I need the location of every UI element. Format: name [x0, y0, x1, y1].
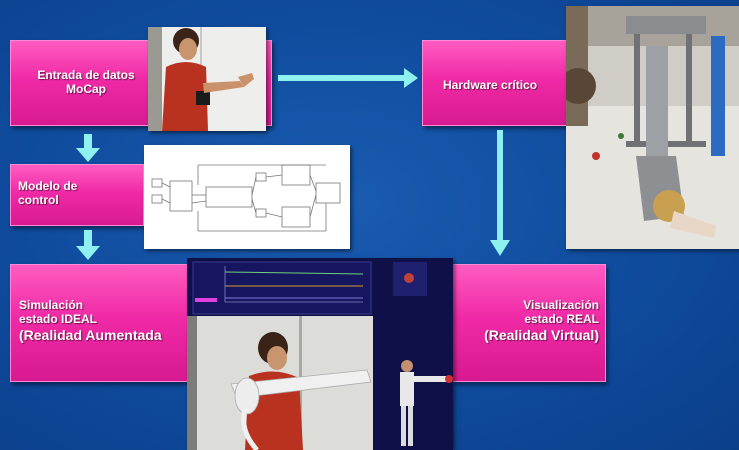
real-visualization-box: Visualización estado REAL (Realidad Virt… — [452, 264, 606, 382]
mocap-box-line2: MoCap — [66, 82, 106, 97]
ideal-box-line3: (Realidad Aumentada — [19, 326, 162, 343]
hardware-box-label: Hardware crítico — [443, 78, 538, 92]
ideal-simulation-box: Simulación estado IDEAL (Realidad Aument… — [10, 264, 192, 382]
control-model-box: Modelo de control — [10, 164, 144, 226]
control-box-line1: Modelo de — [18, 179, 78, 193]
mocap-box-line1: Entrada de datos — [37, 68, 135, 82]
control-box-line2: control — [18, 193, 59, 208]
hardware-box: Hardware crítico — [422, 40, 574, 126]
ar-simulation-screen — [187, 258, 453, 450]
ideal-box-line1: Simulación — [19, 298, 84, 312]
real-box-line3: (Realidad Virtual) — [484, 326, 599, 343]
real-box-line2: estado REAL — [524, 312, 599, 327]
hardware-photo — [566, 6, 739, 249]
mocap-photo — [148, 27, 266, 131]
ideal-box-line2: estado IDEAL — [19, 312, 98, 327]
real-box-line1: Visualización — [523, 298, 599, 312]
control-block-diagram — [144, 145, 350, 249]
